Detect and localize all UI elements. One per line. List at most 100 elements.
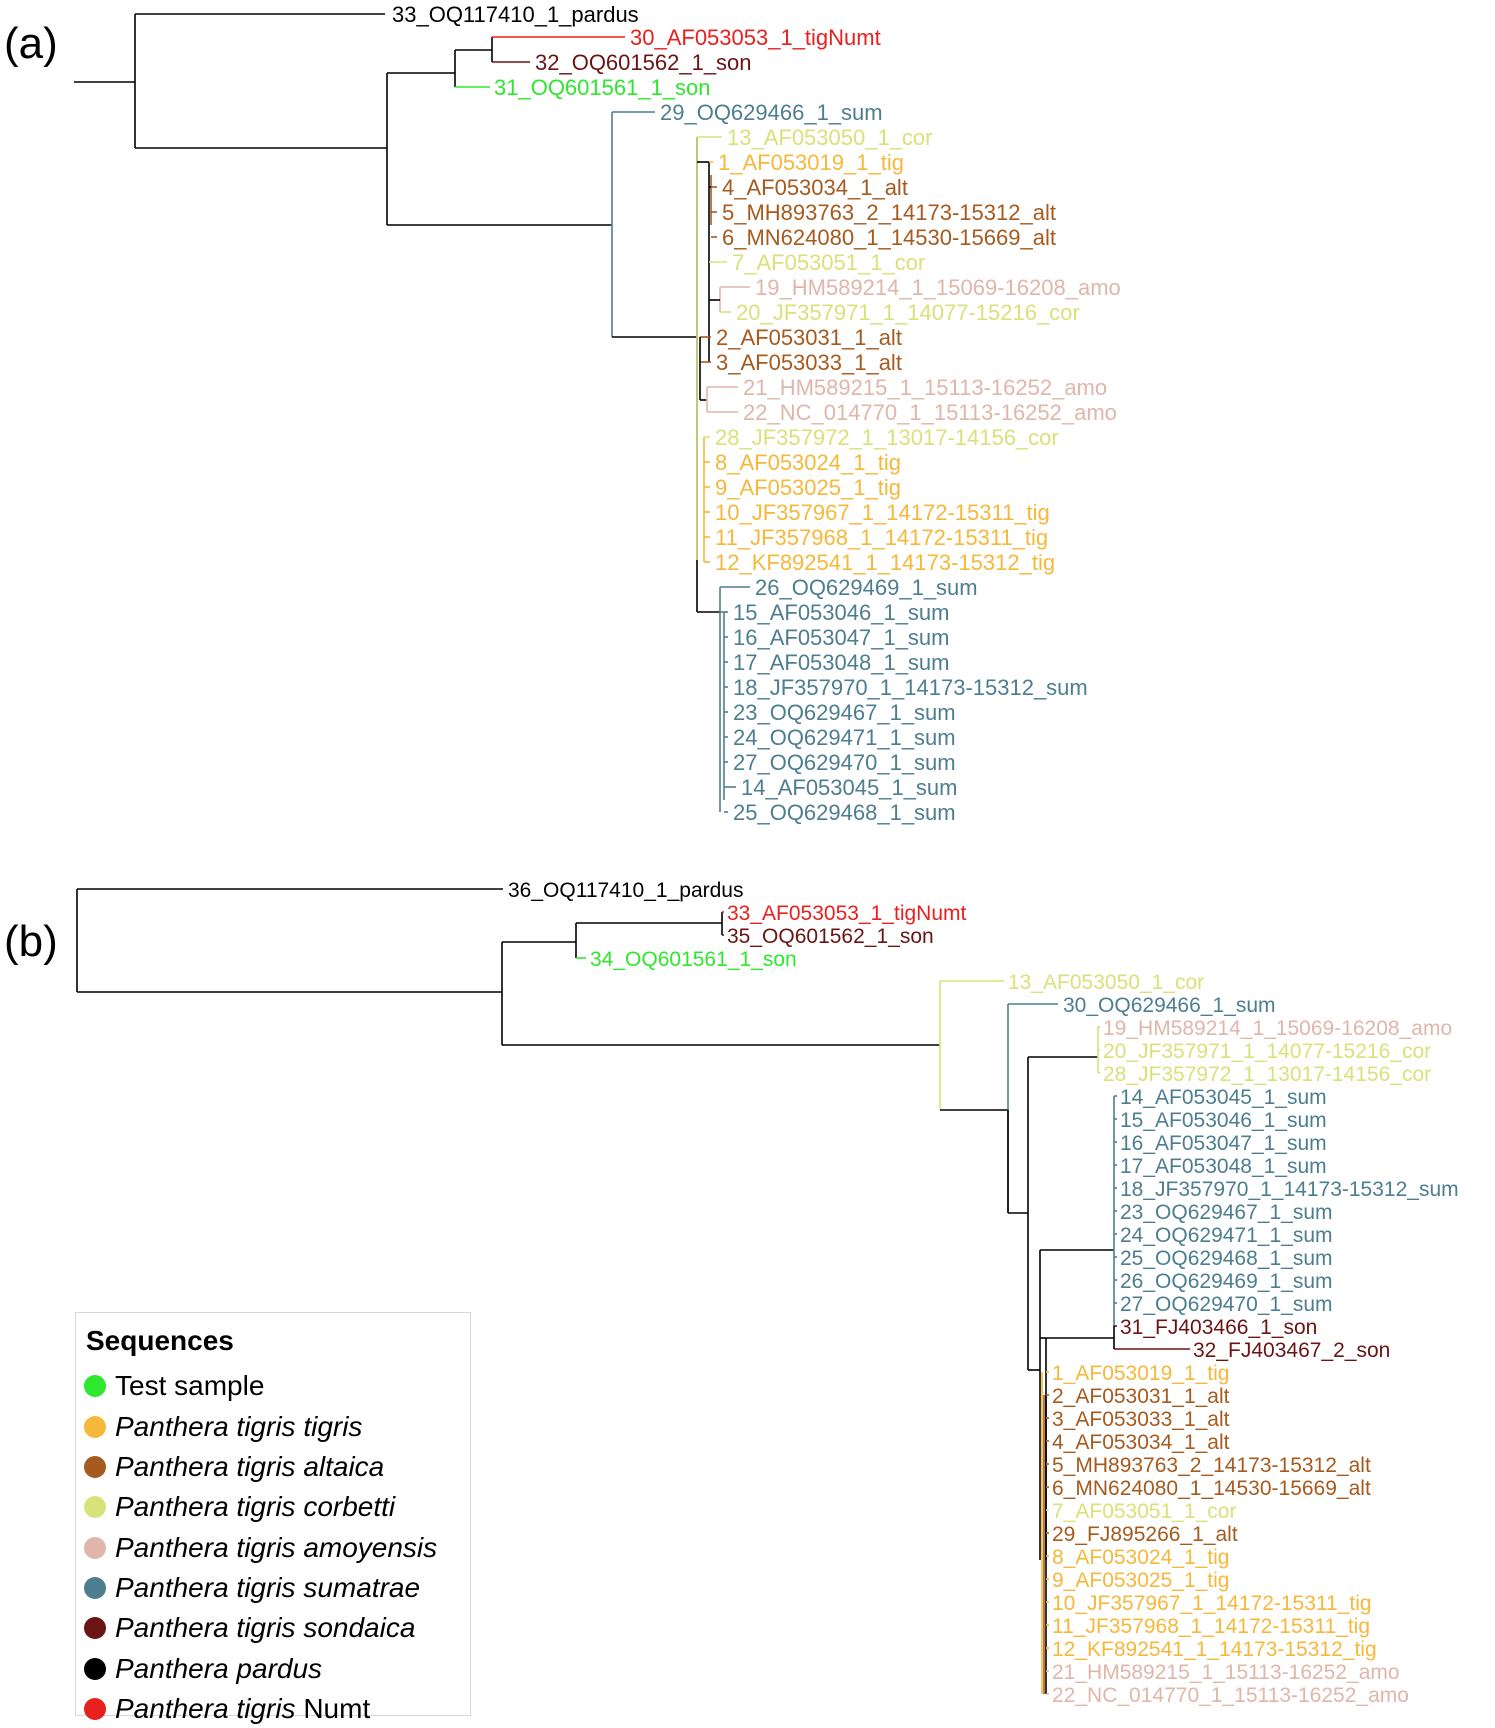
legend-item-pardus: Panthera pardus [84, 1650, 322, 1688]
legend-dot-sum [84, 1577, 106, 1599]
tree-b-tip-label: 7_AF053051_1_cor [1052, 1500, 1236, 1523]
legend-dot-numt [84, 1698, 106, 1720]
tree-b-tip-label: 24_OQ629471_1_sum [1120, 1224, 1333, 1247]
tree-a-branches [74, 13, 750, 813]
legend-dot-son [84, 1617, 106, 1639]
tree-b-tip-label: 22_NC_014770_1_15113-16252_amo [1052, 1684, 1409, 1707]
tree-a-tip-label: 3_AF053033_1_alt [716, 350, 902, 375]
tree-a-tip-label: 22_NC_014770_1_15113-16252_amo [743, 400, 1117, 425]
legend-item-sum: Panthera tigris sumatrae [84, 1569, 420, 1607]
tree-b-tip-label: 18_JF357970_1_14173-15312_sum [1120, 1178, 1459, 1201]
tree-b-tip-label: 21_HM589215_1_15113-16252_amo [1052, 1661, 1400, 1684]
tree-a-tip-label: 7_AF053051_1_cor [732, 250, 925, 275]
legend-item-numt: Panthera tigris Numt [84, 1690, 370, 1728]
tree-a-tip-label: 4_AF053034_1_alt [722, 175, 908, 200]
legend-label-numt: Panthera tigris Numt [115, 1693, 370, 1725]
tree-a-tip-label: 16_AF053047_1_sum [733, 625, 950, 650]
tree-a-tip-label: 1_AF053019_1_tig [718, 150, 904, 175]
legend-item-son: Panthera tigris sondaica [84, 1609, 415, 1647]
legend-item-tig: Panthera tigris tigris [84, 1408, 362, 1446]
tree-b-tip-label: 3_AF053033_1_alt [1052, 1408, 1230, 1431]
tree-b-tip-label: 20_JF357971_1_14077-15216_cor [1103, 1040, 1431, 1063]
tree-a-tip-label: 18_JF357970_1_14173-15312_sum [733, 675, 1088, 700]
tree-b-tip-label: 26_OQ629469_1_sum [1120, 1270, 1333, 1293]
legend-dot-cor [84, 1496, 106, 1518]
tree-a-tip-label: 26_OQ629469_1_sum [755, 575, 978, 600]
tree-a-tip-label: 33_OQ117410_1_pardus [392, 2, 639, 27]
legend-label-pardus: Panthera pardus [115, 1653, 323, 1684]
tree-b-tip-label: 8_AF053024_1_tig [1052, 1546, 1230, 1569]
tree-b-tip-label: 4_AF053034_1_alt [1052, 1431, 1230, 1454]
legend-label-numt-species: Panthera tigris [115, 1693, 296, 1724]
tree-a-tip-label: 31_OQ601561_1_son [494, 75, 711, 100]
legend-label-numt-suffix: Numt [303, 1693, 371, 1724]
tree-b-tip-label: 10_JF357967_1_14172-15311_tig [1052, 1592, 1372, 1615]
tree-a-tip-label: 5_MH893763_2_14173-15312_alt [722, 200, 1056, 225]
legend: Sequences Test sample Panthera tigris ti… [75, 1312, 471, 1724]
tree-b-tip-label: 16_AF053047_1_sum [1120, 1132, 1327, 1155]
legend-item-alt: Panthera tigris altaica [84, 1448, 384, 1486]
tree-b-tip-label: 13_AF053050_1_cor [1008, 971, 1204, 994]
tree-b-tip-label: 30_OQ629466_1_sum [1063, 994, 1276, 1017]
tree-a-tip-label: 23_OQ629467_1_sum [733, 700, 956, 725]
tree-a-tip-label: 21_HM589215_1_15113-16252_amo [743, 375, 1107, 400]
tree-b-tip-label: 5_MH893763_2_14173-15312_alt [1052, 1454, 1371, 1477]
tree-b-tip-label: 25_OQ629468_1_sum [1120, 1247, 1333, 1270]
tree-a-tip-label: 14_AF053045_1_sum [741, 775, 958, 800]
legend-label-sum: Panthera tigris sumatrae [115, 1572, 421, 1603]
legend-label-test: Test sample [115, 1370, 265, 1401]
legend-label-cor: Panthera tigris corbetti [115, 1491, 396, 1522]
tree-b-tip-label: 19_HM589214_1_15069-16208_amo [1103, 1017, 1452, 1040]
panel-label-b: (b) [4, 917, 58, 966]
tree-b-tip-label: 12_KF892541_1_14173-15312_tig [1052, 1638, 1377, 1661]
tree-a-tip-label: 13_AF053050_1_cor [727, 125, 933, 150]
tree-b-tip-label: 36_OQ117410_1_pardus [508, 879, 743, 902]
tree-a-tip-label: 25_OQ629468_1_sum [733, 800, 956, 825]
tree-b-tip-label: 15_AF053046_1_sum [1120, 1109, 1327, 1132]
legend-item-amo: Panthera tigris amoyensis [84, 1529, 437, 1567]
tree-b-tip-labels: 36_OQ117410_1_pardus33_AF053053_1_tigNum… [508, 879, 1459, 1707]
legend-item-test: Test sample [84, 1367, 264, 1405]
tree-a-tip-label: 32_OQ601562_1_son [535, 50, 752, 75]
tree-a-tip-label: 29_OQ629466_1_sum [660, 100, 883, 125]
tree-b-tip-label: 23_OQ629467_1_sum [1120, 1201, 1333, 1224]
tree-a-tip-label: 8_AF053024_1_tig [715, 450, 901, 475]
tree-a-tip-label: 11_JF357968_1_14172-15311_tig [715, 525, 1048, 550]
tree-b-tip-label: 31_FJ403466_1_son [1120, 1316, 1317, 1339]
tree-a-tip-label: 28_JF357972_1_13017-14156_cor [715, 425, 1059, 450]
legend-dot-test [84, 1375, 106, 1397]
tree-a-tip-labels: 33_OQ117410_1_pardus30_AF053053_1_tigNum… [392, 2, 1121, 825]
tree-a-tip-label: 6_MN624080_1_14530-15669_alt [722, 225, 1056, 250]
tree-a-tip-label: 9_AF053025_1_tig [715, 475, 901, 500]
tree-b-tip-label: 33_AF053053_1_tigNumt [727, 902, 967, 925]
tree-b-tip-label: 28_JF357972_1_13017-14156_cor [1103, 1063, 1431, 1086]
tree-b-tip-label: 14_AF053045_1_sum [1120, 1086, 1327, 1109]
tree-b-tip-label: 32_FJ403467_2_son [1193, 1339, 1390, 1362]
tree-a-tip-label: 2_AF053031_1_alt [716, 325, 902, 350]
tree-b-tip-label: 35_OQ601562_1_son [727, 925, 934, 948]
legend-label-alt: Panthera tigris altaica [115, 1451, 385, 1482]
panel-label-a: (a) [4, 19, 58, 68]
tree-b-tip-label: 34_OQ601561_1_son [590, 948, 797, 971]
legend-dot-tig [84, 1416, 106, 1438]
tree-a-tip-label: 17_AF053048_1_sum [733, 650, 950, 675]
tree-a-tip-label: 15_AF053046_1_sum [733, 600, 950, 625]
legend-dot-amo [84, 1537, 106, 1559]
tree-b-tip-label: 2_AF053031_1_alt [1052, 1385, 1230, 1408]
legend-label-tig: Panthera tigris tigris [115, 1411, 363, 1442]
tree-a-tip-label: 19_HM589214_1_15069-16208_amo [755, 275, 1121, 300]
tree-b-tip-label: 1_AF053019_1_tig [1052, 1362, 1230, 1385]
tree-b-tip-label: 9_AF053025_1_tig [1052, 1569, 1230, 1592]
tree-b-branches [76, 888, 1190, 1695]
tree-a-tip-label: 12_KF892541_1_14173-15312_tig [715, 550, 1055, 575]
tree-b-tip-label: 6_MN624080_1_14530-15669_alt [1052, 1477, 1371, 1500]
legend-label-son: Panthera tigris sondaica [115, 1612, 416, 1643]
legend-dot-pardus [84, 1658, 106, 1680]
tree-b-tip-label: 17_AF053048_1_sum [1120, 1155, 1327, 1178]
tree-a-tip-label: 27_OQ629470_1_sum [733, 750, 956, 775]
legend-label-amo: Panthera tigris amoyensis [115, 1532, 438, 1563]
tree-b-tip-label: 11_JF357968_1_14172-15311_tig [1052, 1615, 1370, 1638]
legend-item-cor: Panthera tigris corbetti [84, 1488, 395, 1526]
tree-a-tip-label: 10_JF357967_1_14172-15311_tig [715, 500, 1050, 525]
